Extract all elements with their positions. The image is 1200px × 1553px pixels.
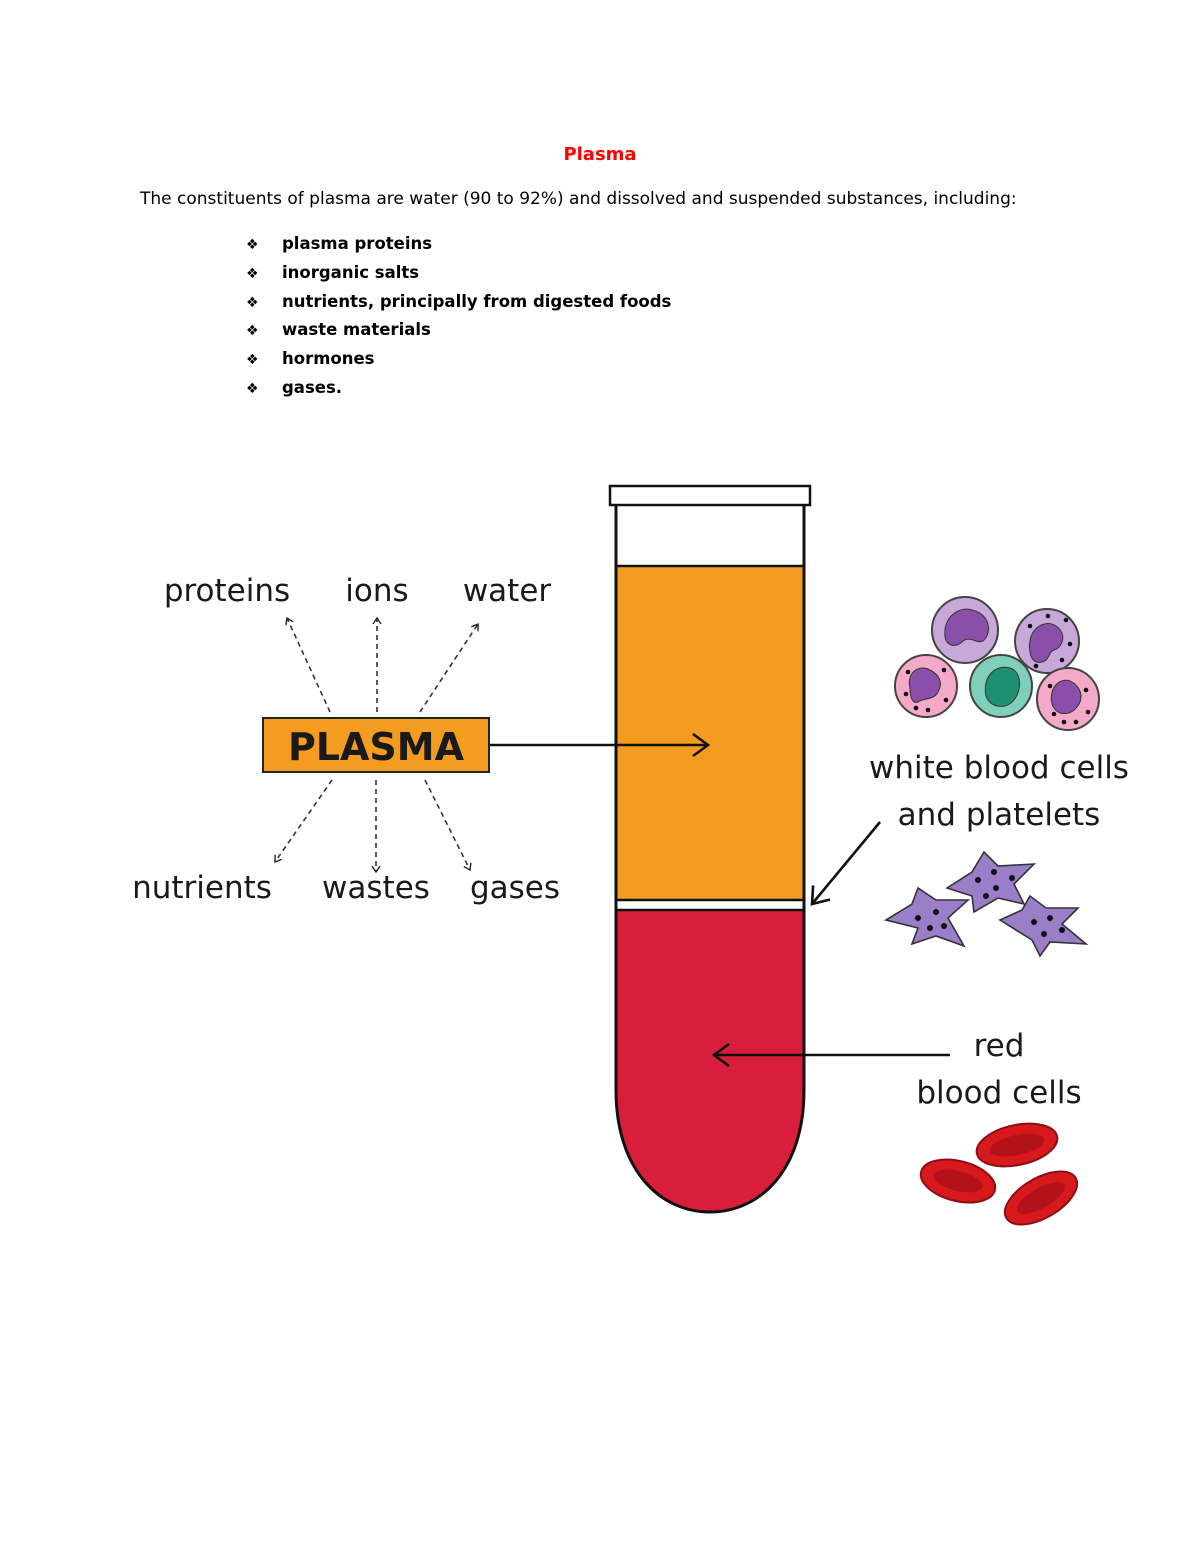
label-wastes: wastes [322,870,430,906]
plasma-box-label: PLASMA [288,725,465,769]
component-arrows [274,616,479,874]
plasma-label-box [262,717,490,773]
label-nutrients: nutrients [132,870,272,906]
rbc-label-line1: red [974,1028,1025,1064]
list-item: ❖nutrients, principally from digested fo… [246,288,671,317]
label-water: water [463,573,552,609]
buffy-coat-pointer-arrow [810,821,882,906]
label-proteins: proteins [164,573,290,609]
intro-paragraph: The constituents of plasma are water (90… [140,189,1017,209]
buffy-coat-layer [616,900,804,910]
list-item: ❖waste materials [246,316,671,345]
constituents-list: ❖plasma proteins ❖inorganic salts ❖nutri… [246,230,671,403]
list-item: ❖gases. [246,374,671,403]
wbc-label-line2: and platelets [898,797,1101,833]
label-gases: gases [470,870,560,906]
diamond-bullet-icon: ❖ [246,294,259,311]
tube-cap [608,484,812,507]
rbc-label-line2: blood cells [916,1075,1081,1111]
test-tube [608,484,812,1214]
platelets [883,850,1089,958]
label-ions: ions [345,573,408,609]
diamond-bullet-icon: ❖ [246,380,259,397]
diamond-bullet-icon: ❖ [246,265,259,282]
list-item: ❖plasma proteins [246,230,671,259]
diamond-bullet-icon: ❖ [246,352,259,369]
platelet-granules [915,869,1065,937]
diamond-bullet-icon: ❖ [246,237,259,253]
red-blood-cells [919,1122,1079,1226]
list-item: ❖inorganic salts [246,259,671,288]
wbc-label-line1: white blood cells [869,750,1129,786]
list-item: ❖hormones [246,345,671,374]
red-cells-layer [616,910,804,1212]
document-title: Plasma [563,144,637,165]
white-blood-cells [894,596,1100,731]
plasma-layer [616,566,804,900]
diamond-bullet-icon: ❖ [246,323,259,340]
